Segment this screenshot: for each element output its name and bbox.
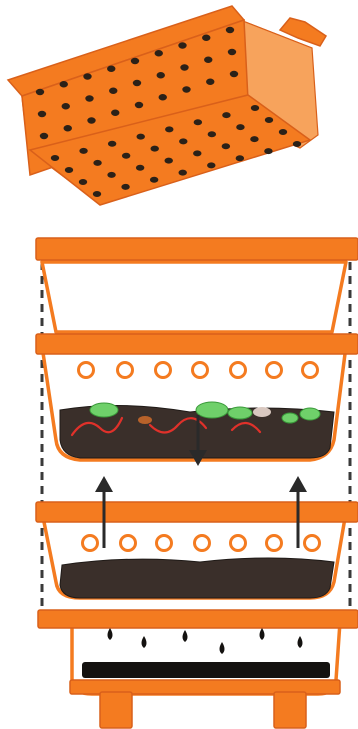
bin-hole [108, 141, 116, 147]
second-tray [36, 476, 358, 598]
bin-hole [202, 35, 210, 41]
working-tray-rim [36, 334, 358, 354]
bin-hole [135, 102, 143, 108]
bin-hole [36, 89, 44, 95]
bin-hole [122, 153, 130, 159]
bin-hole [155, 50, 163, 56]
bin-hole [228, 49, 236, 55]
bin-hole [137, 134, 145, 140]
bin-hole [179, 138, 187, 144]
bin-hole [62, 103, 70, 109]
bin-hole [208, 131, 216, 137]
leaf-icon [90, 403, 118, 417]
bin-hole [236, 124, 244, 130]
bin-hole [279, 129, 287, 135]
bin-hole [109, 88, 117, 94]
bin-hole [131, 58, 139, 64]
bin-hole [204, 57, 212, 63]
bin-hole [178, 42, 186, 48]
bin-hole [87, 117, 95, 123]
base-rim [38, 610, 358, 628]
bin-hole [107, 66, 115, 72]
bin-hole [85, 95, 93, 101]
bin-hole [251, 105, 259, 111]
bin-hole [157, 72, 165, 78]
leaf-icon [228, 407, 252, 419]
bin-hole [182, 86, 190, 92]
bin-hole [79, 148, 87, 154]
lid-rim [36, 238, 358, 260]
bin-hole [40, 133, 48, 139]
bin-hole [264, 148, 272, 154]
arrow-up-head-right [289, 476, 307, 492]
bin-hole [250, 136, 258, 142]
second-tray-rim [36, 502, 358, 522]
bin-hole [265, 117, 273, 123]
bin-hole [193, 150, 201, 156]
bin-hole [230, 71, 238, 77]
bin-hole [194, 119, 202, 125]
base-leg-right [274, 692, 306, 728]
bin-hole [60, 81, 68, 87]
food-scrap [138, 416, 152, 424]
bin-hole [64, 125, 72, 131]
leaf-icon [196, 402, 228, 418]
bin-hole [206, 79, 214, 85]
lid-tray [36, 238, 358, 332]
bin-hole [226, 27, 234, 33]
bin-hole [133, 80, 141, 86]
bin-hole [83, 73, 91, 79]
second-tray-soil [60, 558, 334, 598]
bin-hole [136, 165, 144, 171]
bin-hole [107, 172, 115, 178]
bin-hole [38, 111, 46, 117]
bin-hole [111, 110, 119, 116]
bin-hole [207, 162, 215, 168]
base-collector [38, 610, 358, 728]
lid-body [42, 262, 346, 332]
bin-hole [222, 112, 230, 118]
bin-hole [51, 155, 59, 161]
food-scrap [253, 407, 271, 417]
bin-hole [93, 160, 101, 166]
working-tray [36, 334, 358, 466]
leaf-icon [300, 408, 320, 420]
bin-hole [180, 64, 188, 70]
bin-hole [293, 141, 301, 147]
base-leg-left [100, 692, 132, 728]
bin-hole [222, 143, 230, 149]
bin-hole [179, 170, 187, 176]
bin-hole [150, 177, 158, 183]
bin-hole [65, 167, 73, 173]
perforated-bin-illustration [8, 6, 326, 205]
bin-hole [151, 146, 159, 152]
bin-hole [79, 179, 87, 185]
arrow-up-head-left [95, 476, 113, 492]
bin-hole [236, 155, 244, 161]
bin-hole [159, 94, 167, 100]
bin-hole [93, 191, 101, 197]
bin-hole [165, 126, 173, 132]
leaf-icon [282, 413, 298, 423]
bin-hole [121, 184, 129, 190]
castings-liquid [82, 662, 330, 678]
bin-hole [165, 158, 173, 164]
